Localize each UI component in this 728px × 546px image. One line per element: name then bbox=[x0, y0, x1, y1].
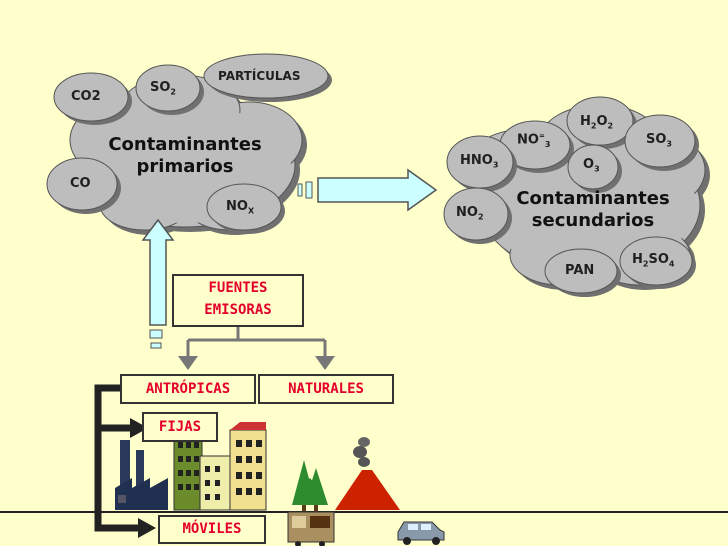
branch-arrows bbox=[178, 324, 335, 370]
no2-text: NO bbox=[456, 205, 478, 220]
bubble-particles bbox=[203, 53, 332, 102]
label-pan: PAN bbox=[565, 263, 595, 278]
label-no2: NO2 bbox=[456, 205, 484, 222]
o3-sub: 3 bbox=[594, 164, 600, 174]
nox-sub: X bbox=[247, 206, 255, 216]
truck-illustration bbox=[287, 511, 335, 546]
no3-sub: 3 bbox=[544, 139, 551, 149]
sources-line1: FUENTES bbox=[208, 280, 268, 296]
no3-text: NO bbox=[517, 132, 539, 148]
label-co2: CO2 bbox=[71, 89, 101, 104]
so2-sub: 2 bbox=[170, 87, 176, 97]
natural-box: NATURALES bbox=[258, 374, 394, 404]
label-o3: O3 bbox=[583, 157, 600, 174]
label-nox: NOX bbox=[226, 199, 254, 216]
bubble-hno3 bbox=[446, 135, 517, 192]
o3-text: O bbox=[583, 157, 595, 172]
label-co: CO bbox=[70, 176, 91, 191]
label-no3: NO=3 bbox=[517, 132, 550, 149]
no2-sub: 2 bbox=[477, 212, 484, 222]
bracket-arrows bbox=[94, 384, 156, 538]
hno3-sub: 3 bbox=[492, 160, 499, 170]
h2so4-h: H bbox=[632, 252, 643, 267]
trees-illustration bbox=[292, 460, 328, 512]
label-so3: SO3 bbox=[646, 132, 672, 149]
arrow-up-to-primary bbox=[141, 218, 175, 349]
bubble-pan bbox=[544, 248, 621, 297]
h2so4-sub1: 2 bbox=[642, 259, 649, 269]
h2o2-sub1: 2 bbox=[590, 121, 597, 131]
primary-title-line2: primarios bbox=[136, 156, 234, 177]
bubble-so2 bbox=[135, 64, 204, 115]
label-particles: PARTÍCULAS bbox=[218, 69, 301, 83]
arrow-to-secondary bbox=[297, 168, 438, 212]
bubble-no3 bbox=[499, 120, 574, 173]
h2so4-sub2: 4 bbox=[668, 259, 675, 269]
so2-text: SO bbox=[150, 80, 171, 95]
nox-text: NO bbox=[226, 199, 248, 214]
primary-title: Contaminantes primarios bbox=[90, 134, 280, 178]
h2o2-o: O bbox=[596, 114, 608, 129]
label-h2so4: H2SO4 bbox=[632, 252, 674, 269]
bubble-co bbox=[46, 157, 121, 214]
anthropic-box: ANTRÓPICAS bbox=[120, 374, 256, 404]
so3-text: SO bbox=[646, 132, 667, 147]
secondary-title-line2: secundarios bbox=[531, 210, 655, 231]
h2o2-sub2: 2 bbox=[607, 121, 614, 131]
sources-line2: EMISORAS bbox=[204, 302, 272, 318]
h2so4-so: SO bbox=[648, 252, 669, 267]
factory-illustration bbox=[115, 440, 168, 510]
no3-sup: = bbox=[538, 132, 545, 140]
bubble-nox bbox=[206, 183, 285, 234]
volcano-illustration bbox=[335, 437, 400, 510]
bubble-h2o2 bbox=[566, 96, 637, 149]
bubble-o3 bbox=[567, 144, 622, 193]
primary-title-line1: Contaminantes bbox=[108, 134, 262, 155]
bubble-so3 bbox=[624, 114, 699, 171]
sources-box: FUENTES EMISORAS bbox=[172, 274, 304, 327]
bubble-no2 bbox=[443, 187, 512, 244]
so3-sub: 3 bbox=[666, 139, 672, 149]
building-windows bbox=[178, 440, 262, 500]
car-illustration bbox=[397, 521, 445, 545]
label-so2: SO2 bbox=[150, 80, 176, 97]
fixed-box: FIJAS bbox=[142, 412, 218, 442]
bubble-h2so4 bbox=[619, 236, 696, 289]
hno3-text: HNO bbox=[460, 153, 493, 168]
h2o2-h: H bbox=[580, 114, 591, 129]
secondary-title-line1: Contaminantes bbox=[516, 188, 670, 209]
mobile-box: MÓVILES bbox=[158, 515, 266, 544]
label-h2o2: H2O2 bbox=[580, 114, 613, 131]
bubble-co2 bbox=[53, 72, 132, 125]
secondary-title: Contaminantes secundarios bbox=[498, 188, 688, 232]
label-hno3: HNO3 bbox=[460, 153, 498, 170]
